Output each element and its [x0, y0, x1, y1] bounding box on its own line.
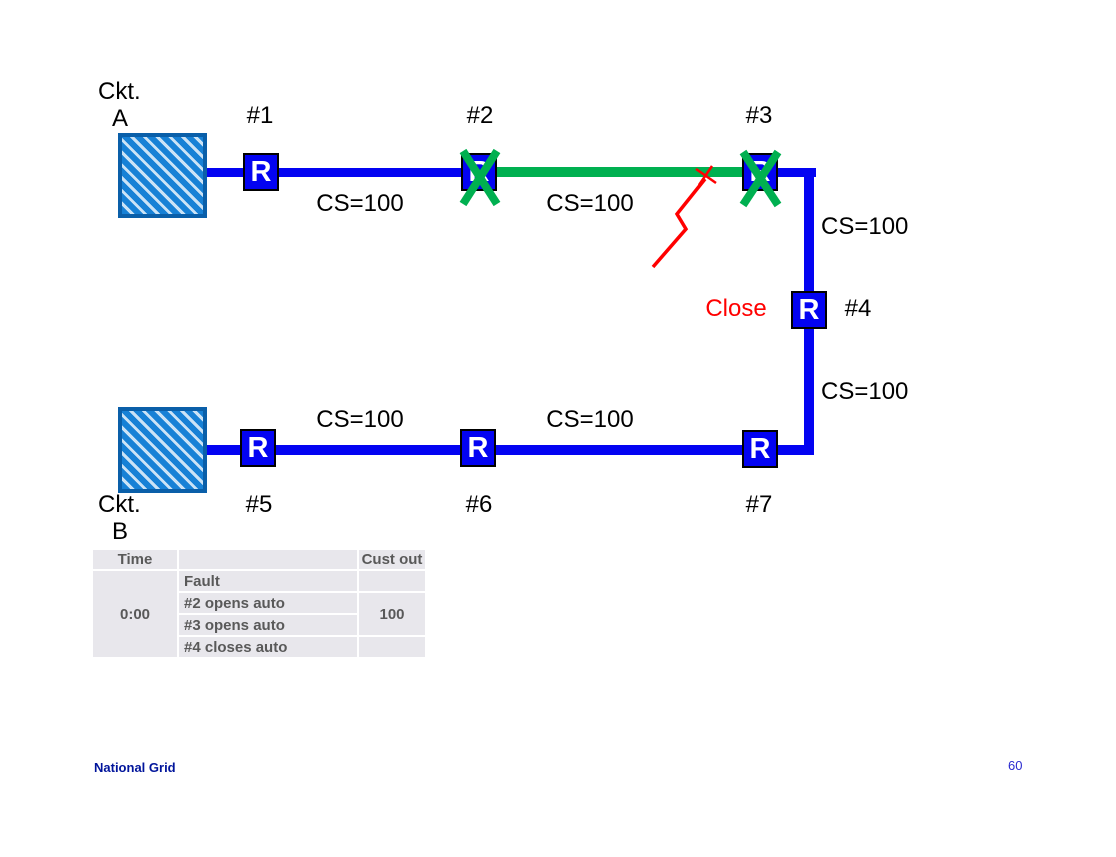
recloser-7: R: [742, 430, 778, 468]
source-b-box: [118, 407, 207, 493]
recloser-2: R: [461, 153, 497, 191]
source-a-label-line2: A: [112, 104, 129, 132]
footer-brand: National Grid: [94, 760, 176, 775]
source-b-label-line1: Ckt.: [98, 491, 141, 518]
source-b-label: Ckt. B: [98, 491, 141, 546]
source-a-label-line1: Ckt.: [98, 78, 141, 105]
switch-label-2: #2: [466, 102, 494, 129]
line-top-left: [206, 168, 464, 177]
cs-label-top-2: CS=100: [546, 190, 634, 217]
page-number: 60: [1008, 758, 1023, 773]
cs-label-top-1: CS=100: [316, 190, 404, 217]
source-b-label-line2: B: [112, 517, 129, 545]
table-cell-cust-empty-bottom: [359, 637, 425, 657]
switch-label-4: #4: [844, 295, 872, 322]
event-table: Time Cust out 0:00 Fault #2 opens auto #…: [93, 550, 425, 657]
switch-label-1: #1: [246, 102, 274, 129]
cs-label-right-lower: CS=100: [821, 378, 909, 405]
line-top-right: [775, 168, 816, 177]
switch-label-5: #5: [245, 491, 273, 518]
table-cell-cust-out-value: 100: [359, 593, 425, 635]
recloser-6: R: [460, 429, 496, 467]
table-header-event: [179, 550, 357, 569]
source-a-label: Ckt. A: [98, 78, 141, 133]
table-cell-event-2: #2 opens auto: [179, 593, 357, 613]
table-cell-event-1: Fault: [179, 571, 357, 591]
close-annotation: Close: [705, 295, 767, 322]
switch-label-6: #6: [465, 491, 493, 518]
table-header-time: Time: [93, 550, 177, 569]
table-cell-cust-empty-top: [359, 571, 425, 591]
cs-label-right-upper: CS=100: [821, 213, 909, 240]
fault-lightning-icon: [651, 165, 717, 269]
line-deenergized-section: [490, 167, 742, 177]
recloser-1: R: [243, 153, 279, 191]
table-header-cust-out: Cust out: [359, 550, 425, 569]
line-bottom: [206, 445, 814, 455]
table-cell-event-3: #3 opens auto: [179, 615, 357, 635]
cs-label-bottom-2: CS=100: [546, 406, 634, 433]
switch-label-7: #7: [745, 491, 773, 518]
recloser-4: R: [791, 291, 827, 329]
cs-label-bottom-1: CS=100: [316, 406, 404, 433]
table-cell-time-value: 0:00: [93, 571, 177, 657]
source-a-box: [118, 133, 207, 218]
recloser-5: R: [240, 429, 276, 467]
table-cell-event-4: #4 closes auto: [179, 637, 357, 657]
recloser-3: R: [742, 153, 778, 191]
switch-label-3: #3: [745, 102, 773, 129]
